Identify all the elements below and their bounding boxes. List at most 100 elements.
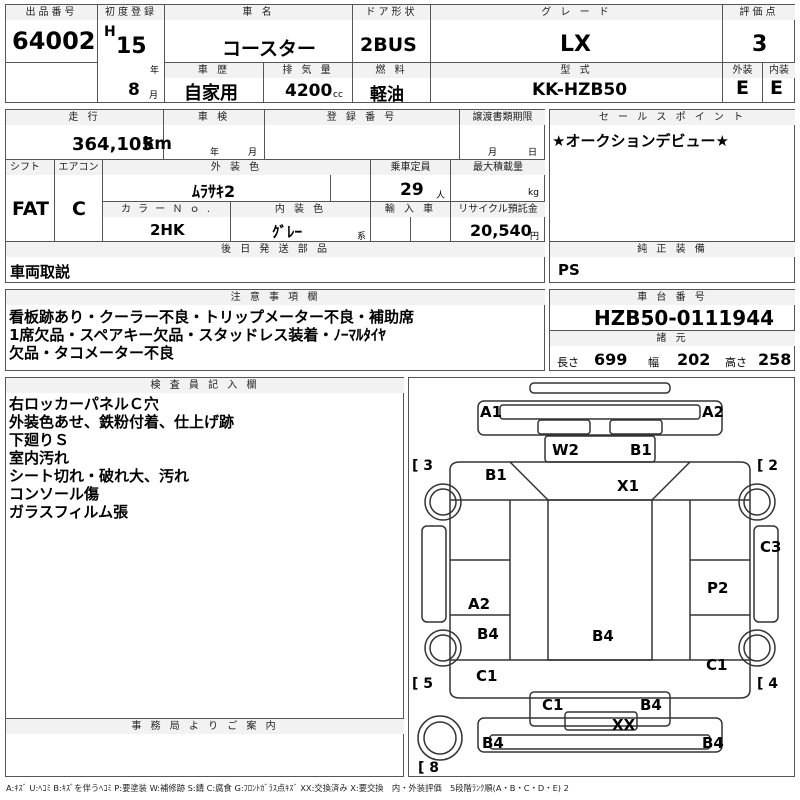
recycle-unit: 円 (530, 232, 540, 242)
first-reg-year-unit: 年 (150, 66, 160, 76)
later-parts-value: 車両取説 (10, 263, 71, 281)
color-no-value: 2HK (150, 221, 185, 239)
shift-header: シフト (6, 160, 54, 175)
bracket-2: [ 2 (757, 458, 779, 474)
load-unit: kg (528, 188, 539, 198)
color-value: ﾑﾗｻｷ2 (192, 182, 236, 201)
legend: A:ｷｽﾞ U:ﾍｺﾐ B:ｷｽﾞを伴うﾍｺﾐ P:要塗装 W:補修跡 S:錆 … (6, 783, 569, 793)
lot-number: 64002 (12, 27, 96, 55)
width-label: 幅 (648, 356, 659, 369)
sales-frame (549, 109, 795, 283)
import-header: 輸 入 車 (371, 202, 450, 217)
mark-c1-right: C1 (706, 656, 728, 674)
chassis-header: 車 台 番 号 (550, 290, 795, 305)
ext-score-header: 外装 (723, 63, 762, 78)
transfer-day-unit: 日 (528, 148, 538, 158)
transfer-header: 譲渡書類期限 (460, 110, 545, 125)
shift-value: FAT (12, 198, 49, 220)
displacement-unit: cc (333, 90, 343, 100)
first-reg-year: 15 (116, 34, 147, 59)
color-no-header: カ ラ ー Ｎ ｏ . (103, 202, 230, 217)
genuine-value: PS (558, 261, 580, 279)
later-parts-header: 後 日 発 送 部 品 (6, 242, 545, 257)
height-label: 高さ (725, 356, 747, 369)
dims-header: 諸 元 (550, 331, 795, 346)
width-value: 202 (677, 350, 711, 369)
inspector-line-4: 室内汚れ (9, 449, 70, 467)
recycle-value: 20,540 (470, 221, 532, 240)
displacement-header: 排 気 量 (264, 63, 352, 78)
caution-line-1: 看板跡あり・クーラー不良・トリップメーター不良・補助席 (9, 308, 415, 326)
ac-value: C (72, 198, 86, 220)
history-value: 自家用 (184, 83, 238, 104)
inspector-line-6: コンソール傷 (9, 485, 100, 503)
inspector-header: 検 査 員 記 入 欄 (6, 378, 404, 393)
sales-point-header: セ ー ル ス ポ イ ン ト (550, 110, 795, 125)
first-reg-month-unit: 月 (149, 91, 159, 101)
capacity-value: 29 (400, 180, 424, 200)
score-value: 3 (752, 32, 768, 57)
bracket-8: [ 8 (418, 760, 440, 776)
inspection-month-unit: 月 (248, 148, 258, 158)
mark-a1: A1 (480, 403, 503, 421)
mark-a2-left: A2 (468, 595, 491, 613)
length-value: 699 (594, 350, 628, 369)
mileage-unit: km (143, 134, 173, 154)
caution-line-3: 欠品・タコメーター不良 (9, 344, 175, 362)
mark-b1-front: B1 (630, 441, 652, 459)
history-header: 車 歴 (165, 63, 263, 78)
caution-frame (5, 289, 545, 371)
grade-header: グ レ ー ド (431, 5, 722, 20)
mark-x1: X1 (617, 477, 640, 495)
bracket-4: [ 4 (757, 676, 779, 692)
grade-value: LX (560, 32, 591, 57)
int-score: E (770, 77, 783, 99)
mark-w2: W2 (552, 441, 579, 459)
ext-score: E (736, 77, 749, 99)
displacement-value: 4200 (285, 81, 333, 101)
car-name: コースター (222, 38, 317, 60)
office-header: 事 務 局 よ り ご 案 内 (6, 719, 404, 734)
load-header: 最大積載量 (451, 160, 545, 175)
chassis-value: HZB50-0111944 (594, 306, 775, 330)
door-header: ドア形状 (353, 5, 430, 20)
interior-color-header: 内 装 色 (231, 202, 370, 217)
mileage-header: 走 行 (6, 110, 163, 125)
model-header: 型 式 (431, 63, 722, 78)
mark-a2-front: A2 (702, 403, 725, 421)
inspector-frame (5, 377, 404, 777)
int-score-header: 内装 (763, 63, 795, 78)
mid-left-frame (5, 109, 545, 283)
reg-no-header: 登 録 番 号 (265, 110, 459, 125)
inspector-line-2: 外装色あせ、鉄粉付着、仕上げ跡 (9, 413, 235, 431)
car-name-header: 車 名 (165, 5, 352, 20)
mark-c3: C3 (760, 538, 782, 556)
inspector-line-5: シート切れ・破れ大、汚れ (9, 467, 190, 485)
capacity-header: 乗車定員 (371, 160, 450, 175)
height-value: 258 (758, 350, 792, 369)
transfer-month-unit: 月 (488, 148, 498, 158)
inspector-line-1: 右ロッカーパネルＣ穴 (9, 395, 159, 413)
fuel-header: 燃 料 (353, 63, 430, 78)
mark-c1-left: C1 (476, 667, 498, 685)
first-reg-month: 8 (128, 80, 140, 100)
recycle-header: リサイクル預託金 (451, 202, 545, 217)
mark-b1-left: B1 (485, 466, 507, 484)
mark-b4-rear: B4 (640, 696, 662, 714)
ac-header: エアコン (55, 160, 102, 175)
lot-number-header: 出品番号 (6, 5, 97, 20)
capacity-unit: 人 (436, 191, 446, 201)
inspector-line-3: 下廻りＳ (9, 431, 70, 449)
interior-color-unit: 系 (357, 232, 367, 242)
sales-point-value: ★オークションデビュー★ (552, 132, 729, 150)
first-reg-header: 初度登録 (98, 5, 164, 20)
bracket-5: [ 5 (412, 676, 434, 692)
door-value: 2BUS (360, 34, 417, 56)
fuel-value: 軽油 (370, 85, 404, 105)
mark-b4-center: B4 (592, 627, 614, 645)
mark-c1-rear: C1 (542, 696, 564, 714)
inspector-line-7: ガラスフィルム張 (9, 503, 129, 521)
interior-color-value: ｸﾞﾚｰ (272, 223, 303, 241)
caution-header: 注 意 事 項 欄 (6, 290, 545, 305)
inspection-year-unit: 年 (210, 148, 220, 158)
